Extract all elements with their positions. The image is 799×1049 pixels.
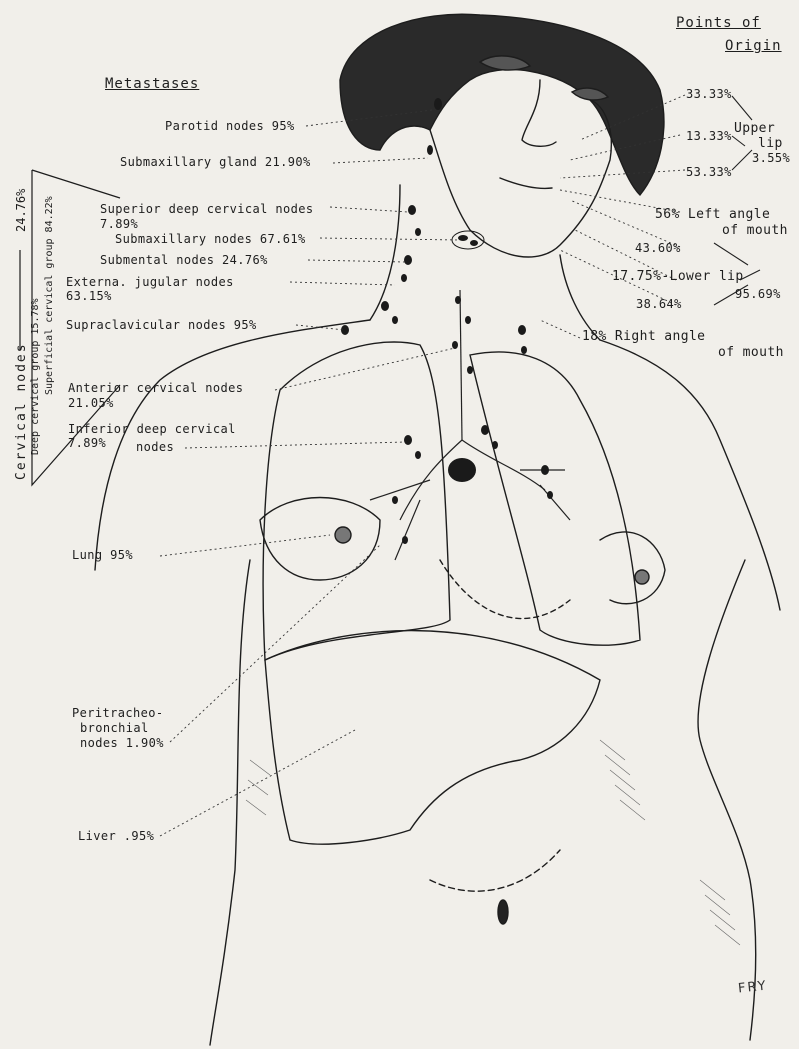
left-flank <box>210 560 250 1045</box>
inferior-deep-cervical-label: Inferior deep cervical <box>68 423 236 436</box>
mouth <box>500 178 552 188</box>
superior-deep-cervical-label: Superior deep cervical nodes <box>100 203 314 216</box>
superficial-cervical-group-label: Superficial cervical group 84.22% <box>44 196 55 395</box>
submaxillary-gland-label: Submaxillary gland 21.90% <box>120 156 311 169</box>
upper-label: Upper <box>734 122 775 135</box>
external-jugular-label: Externa. jugular nodes <box>66 276 234 289</box>
hatching <box>246 740 740 945</box>
lip-label: lip <box>758 137 783 150</box>
neck-left <box>370 185 400 320</box>
right-nipple <box>635 570 649 584</box>
lower-lip-pct-a: 43.60% <box>635 242 681 255</box>
right-flank <box>698 560 756 1040</box>
upper-lip-pct-a: 33.33% <box>686 88 732 101</box>
liver-label: Liver .95% <box>78 830 154 843</box>
left-angle-label: 56% Left angle <box>655 208 770 221</box>
navel <box>498 900 508 924</box>
anterior-cervical-label: Anterior cervical nodes <box>68 382 243 395</box>
anterior-cervical-pct: 21.05% <box>68 397 114 410</box>
peritracheo-label-3: nodes 1.90% <box>80 737 164 750</box>
upper-lip-pct-c: 53.33% <box>686 166 732 179</box>
cervical-nodes-pct: 24.76% <box>14 189 28 232</box>
peritracheo-label-2: bronchial <box>80 722 149 735</box>
origin-heading: Origin <box>725 40 782 53</box>
nose <box>522 80 556 146</box>
points-of-heading: Points of <box>676 17 761 30</box>
neck-right <box>560 255 600 340</box>
lymph-node-dots <box>341 98 553 544</box>
metastases-heading: Metastases <box>105 78 199 91</box>
supraclavicular-label: Supraclavicular nodes 95% <box>66 319 257 332</box>
artist-signature: FRY <box>737 978 768 996</box>
lung-label: Lung 95% <box>72 549 133 562</box>
right-angle-label: 18% Right angle <box>582 330 705 343</box>
hair <box>340 14 664 195</box>
external-jugular-pct: 63.15% <box>66 290 112 303</box>
peritracheo-label-1: Peritracheo- <box>72 707 164 720</box>
left-nipple <box>335 527 351 543</box>
upper-lip-total: 3.55% <box>752 152 790 165</box>
lower-lip-total: 95.69% <box>735 288 781 301</box>
lower-lip-pct-c: 38.64% <box>636 298 682 311</box>
left-breast <box>260 498 380 581</box>
inferior-deep-cervical-pct: 7.89% <box>68 437 106 450</box>
left-angle-of-mouth: of mouth <box>722 224 788 237</box>
right-lung <box>263 342 450 660</box>
deep-cervical-group-label: Deep cervical group 15.78% <box>30 298 41 455</box>
torso-right <box>600 340 780 610</box>
parotid-nodes-label: Parotid nodes 95% <box>165 120 295 133</box>
submaxillary-nodes-label: Submaxillary nodes 67.61% <box>115 233 306 246</box>
superior-deep-cervical-pct: 7.89% <box>100 218 138 231</box>
liver-outline <box>265 631 600 845</box>
lower-border-dashed <box>430 850 560 891</box>
trachea-bronchi <box>370 290 570 560</box>
cervical-nodes-label: Cervical nodes <box>14 342 29 480</box>
stomach-dashed <box>440 560 570 619</box>
lower-lip-label: 17.75%-Lower lip <box>612 270 744 283</box>
submental-nodes-label: Submental nodes 24.76% <box>100 254 268 267</box>
inferior-deep-cervical-nodes: nodes <box>136 441 174 454</box>
right-angle-of-mouth: of mouth <box>718 346 784 359</box>
upper-lip-pct-b: 13.33% <box>686 130 732 143</box>
